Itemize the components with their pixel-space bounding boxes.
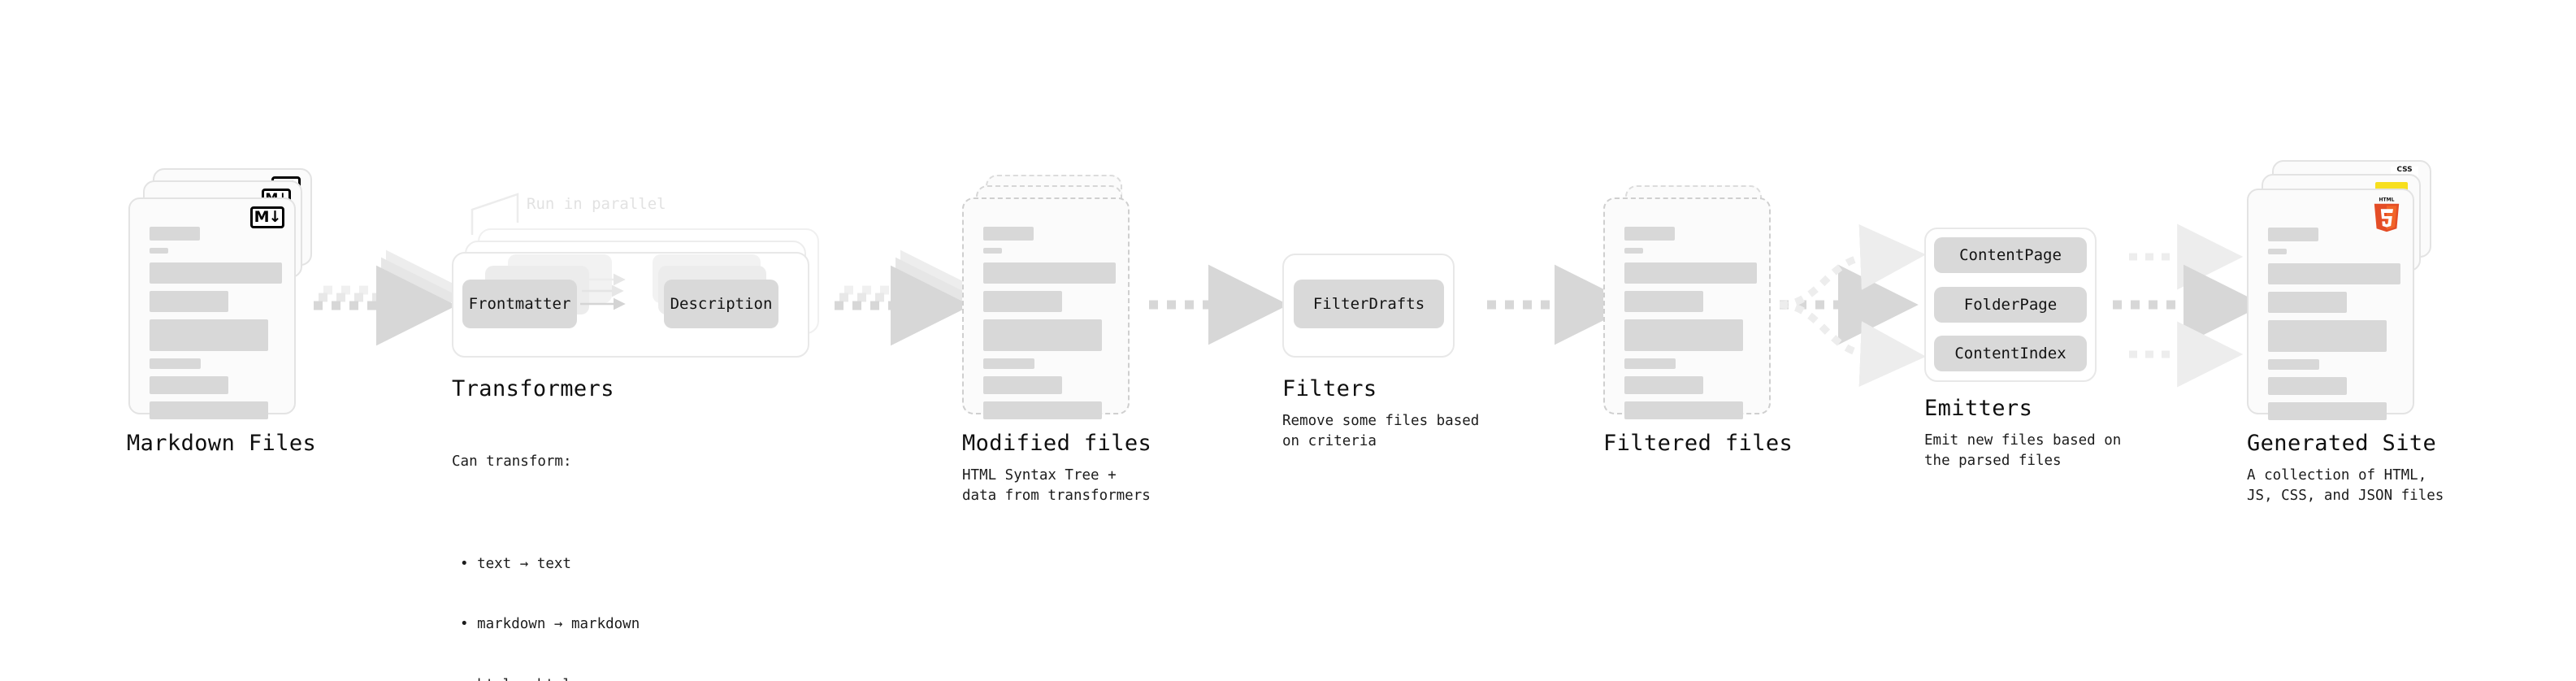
desc-item: • text → text: [460, 555, 571, 572]
content-bar: [1624, 401, 1743, 419]
content-bar: [1624, 227, 1675, 241]
parallel-annotation: Run in parallel: [527, 195, 666, 213]
chip-contentindex[interactable]: ContentIndex: [1934, 336, 2087, 371]
content-bar: [150, 319, 268, 351]
markdown-card-front: M↓: [128, 197, 296, 419]
node-desc: A collection of HTML, JS, CSS, and JSON …: [2247, 467, 2444, 504]
node-desc: Emit new files based on the parsed files: [1924, 432, 2122, 469]
label-markdown-files: Markdown Files: [127, 431, 316, 456]
content-bar: [2268, 292, 2347, 313]
content-bar: [150, 262, 282, 284]
content-bar: [1624, 291, 1703, 312]
connector-emitters-to-site: [2113, 223, 2264, 388]
content-bar: [1624, 376, 1703, 394]
connector-markdown-to-transformers: [314, 249, 466, 346]
chip-contentpage[interactable]: ContentPage: [1934, 237, 2087, 273]
label-filters: Filters Remove some files based on crite…: [1282, 376, 1479, 452]
label-emitters: Emitters Emit new files based on the par…: [1924, 396, 2121, 471]
content-bar: [2268, 359, 2319, 370]
content-bar: [983, 262, 1116, 284]
content-bar: [2268, 263, 2400, 284]
transformer-inner-arrows: [580, 273, 626, 310]
markdown-logo: M↓: [250, 206, 284, 228]
node-title: Emitters: [1924, 396, 2033, 421]
node-desc: Remove some files based on criteria: [1282, 413, 1480, 449]
site-card-front: HTML: [2247, 189, 2414, 420]
chip-folderpage[interactable]: FolderPage: [1934, 287, 2087, 323]
content-bar: [150, 376, 228, 394]
content-bar: [983, 319, 1102, 351]
site-card-content: [2268, 228, 2400, 427]
filtered-card-front: [1603, 197, 1771, 419]
desc-head: Can transform:: [452, 453, 572, 470]
node-title: Modified files: [962, 431, 1152, 456]
chip-description[interactable]: Description: [664, 280, 778, 328]
content-bar: [2268, 402, 2387, 420]
content-bar: [2268, 320, 2387, 352]
html5-logo: HTML: [2370, 197, 2403, 236]
content-bar: [983, 248, 1002, 254]
content-bar: [983, 291, 1062, 312]
chip-frontmatter[interactable]: Frontmatter: [462, 280, 577, 328]
connector-filtered-to-emitters: [1779, 223, 1927, 388]
svg-text:HTML: HTML: [2379, 197, 2395, 203]
content-bar: [983, 227, 1034, 241]
content-bar: [1624, 319, 1743, 351]
modified-card-front: [962, 197, 1130, 419]
node-title: Transformers: [452, 376, 614, 401]
label-transformers: Transformers Can transform: • text → tex…: [452, 376, 640, 681]
label-modified-files: Modified files HTML Syntax Tree + data f…: [962, 431, 1151, 506]
label-generated-site: Generated Site A collection of HTML, JS,…: [2247, 431, 2444, 506]
chip-filterdrafts[interactable]: FilterDrafts: [1294, 280, 1444, 328]
content-bar: [1624, 248, 1643, 254]
node-title: Filters: [1282, 376, 1377, 401]
node-desc: HTML Syntax Tree + data from transformer…: [962, 467, 1151, 504]
content-bar: [983, 401, 1102, 419]
content-bar: [150, 248, 168, 254]
node-title: Generated Site: [2247, 431, 2437, 456]
content-bar: [2268, 377, 2347, 395]
content-bar: [983, 358, 1034, 369]
content-bar: [983, 376, 1062, 394]
content-bar: [150, 291, 228, 312]
content-bar: [2268, 249, 2287, 254]
connector-transformers-to-modified: [835, 249, 981, 346]
desc-item: • html → html: [452, 675, 640, 681]
node-desc: Can transform: • text → text • markdown …: [452, 411, 640, 681]
label-filtered-files: Filtered files: [1603, 431, 1793, 456]
filtered-card-content: [1624, 227, 1757, 427]
content-bar: [1624, 358, 1676, 369]
node-title: Markdown Files: [127, 431, 317, 456]
desc-item: • markdown → markdown: [460, 616, 640, 633]
content-bar: [1624, 262, 1757, 284]
content-bar: [150, 401, 268, 419]
markdown-card-content: [150, 227, 282, 427]
content-bar: [150, 227, 200, 241]
content-bar: [2268, 228, 2318, 241]
node-title: Filtered files: [1603, 431, 1793, 456]
content-bar: [150, 358, 201, 369]
modified-card-content: [983, 227, 1116, 427]
